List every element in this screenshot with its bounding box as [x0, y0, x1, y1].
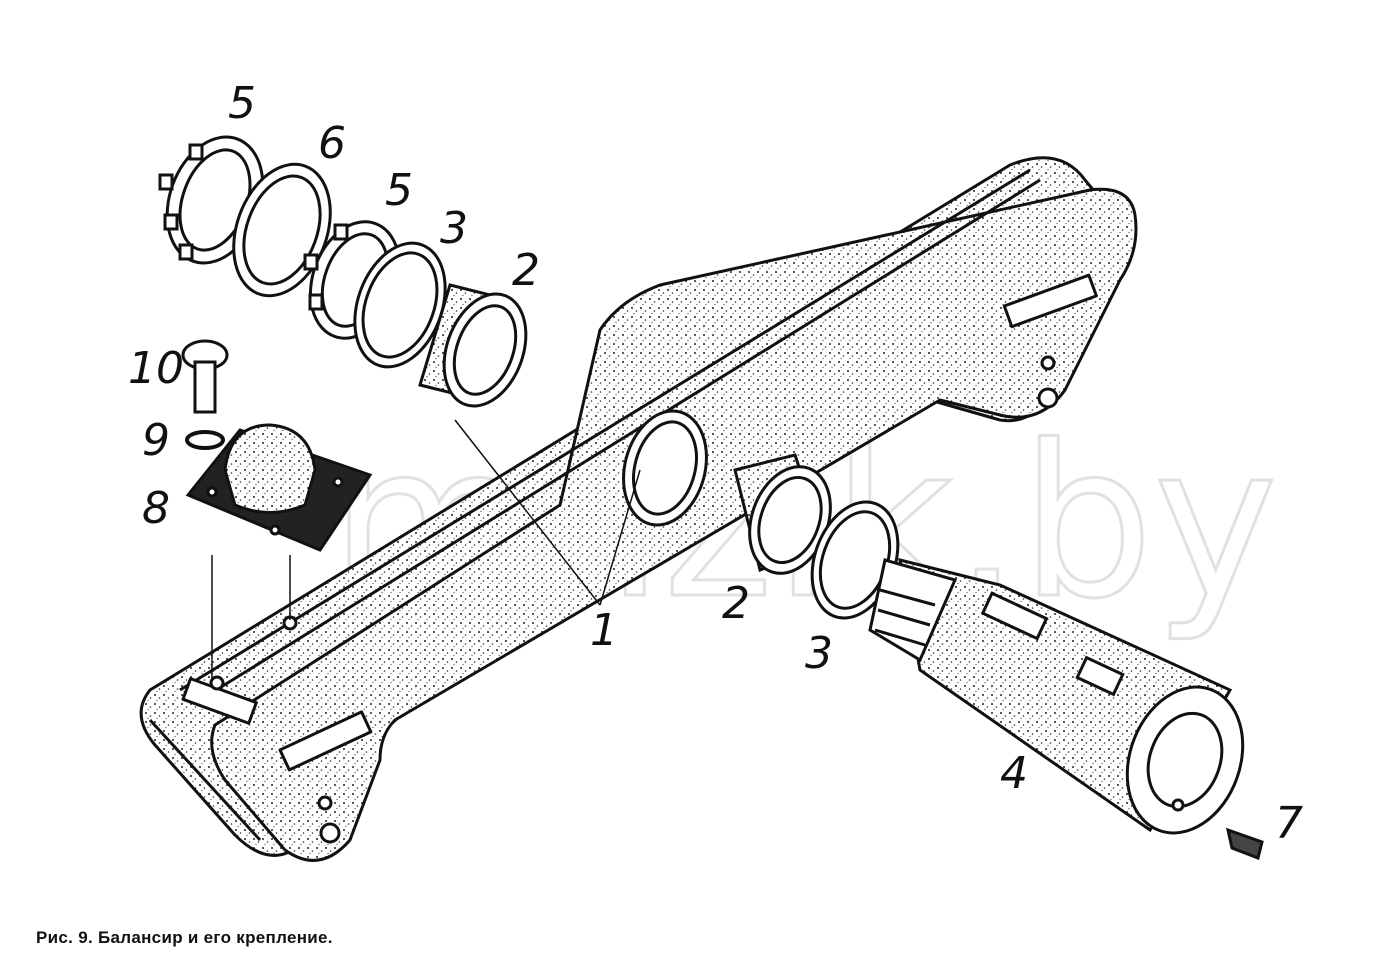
ring-3-left	[353, 241, 447, 369]
callout-3-right: 3	[805, 628, 833, 679]
callout-7: 7	[1275, 798, 1303, 849]
callout-9: 9	[142, 415, 170, 466]
figure-caption: Рис. 9. Балансир и его крепление.	[36, 928, 333, 947]
callout-5-right: 5	[385, 165, 413, 216]
axle-4	[868, 557, 1245, 835]
callout-4: 4	[1000, 748, 1028, 799]
grease-fitting-7	[1225, 827, 1264, 861]
balancer-arm	[139, 156, 1138, 862]
callout-10: 10	[128, 343, 184, 394]
bolt-10	[181, 339, 229, 414]
bushing-2-right	[733, 453, 832, 575]
washer-9	[185, 430, 225, 450]
callout-5-left: 5	[228, 78, 256, 129]
callout-labels: 5 6 5 3 2 10 9 8 1 2 3 4 7	[128, 78, 1303, 849]
callout-2-right: 2	[722, 578, 750, 629]
leader-lines	[211, 419, 641, 680]
callout-2-left: 2	[512, 245, 540, 296]
exploded-view-drawing: mazik.by	[128, 78, 1303, 862]
bearing-housing-8	[185, 423, 373, 552]
bushing-2-left	[418, 283, 528, 408]
callout-8: 8	[142, 483, 170, 534]
callout-3-left: 3	[440, 203, 468, 254]
callout-6: 6	[318, 118, 346, 169]
callout-1: 1	[590, 605, 618, 656]
